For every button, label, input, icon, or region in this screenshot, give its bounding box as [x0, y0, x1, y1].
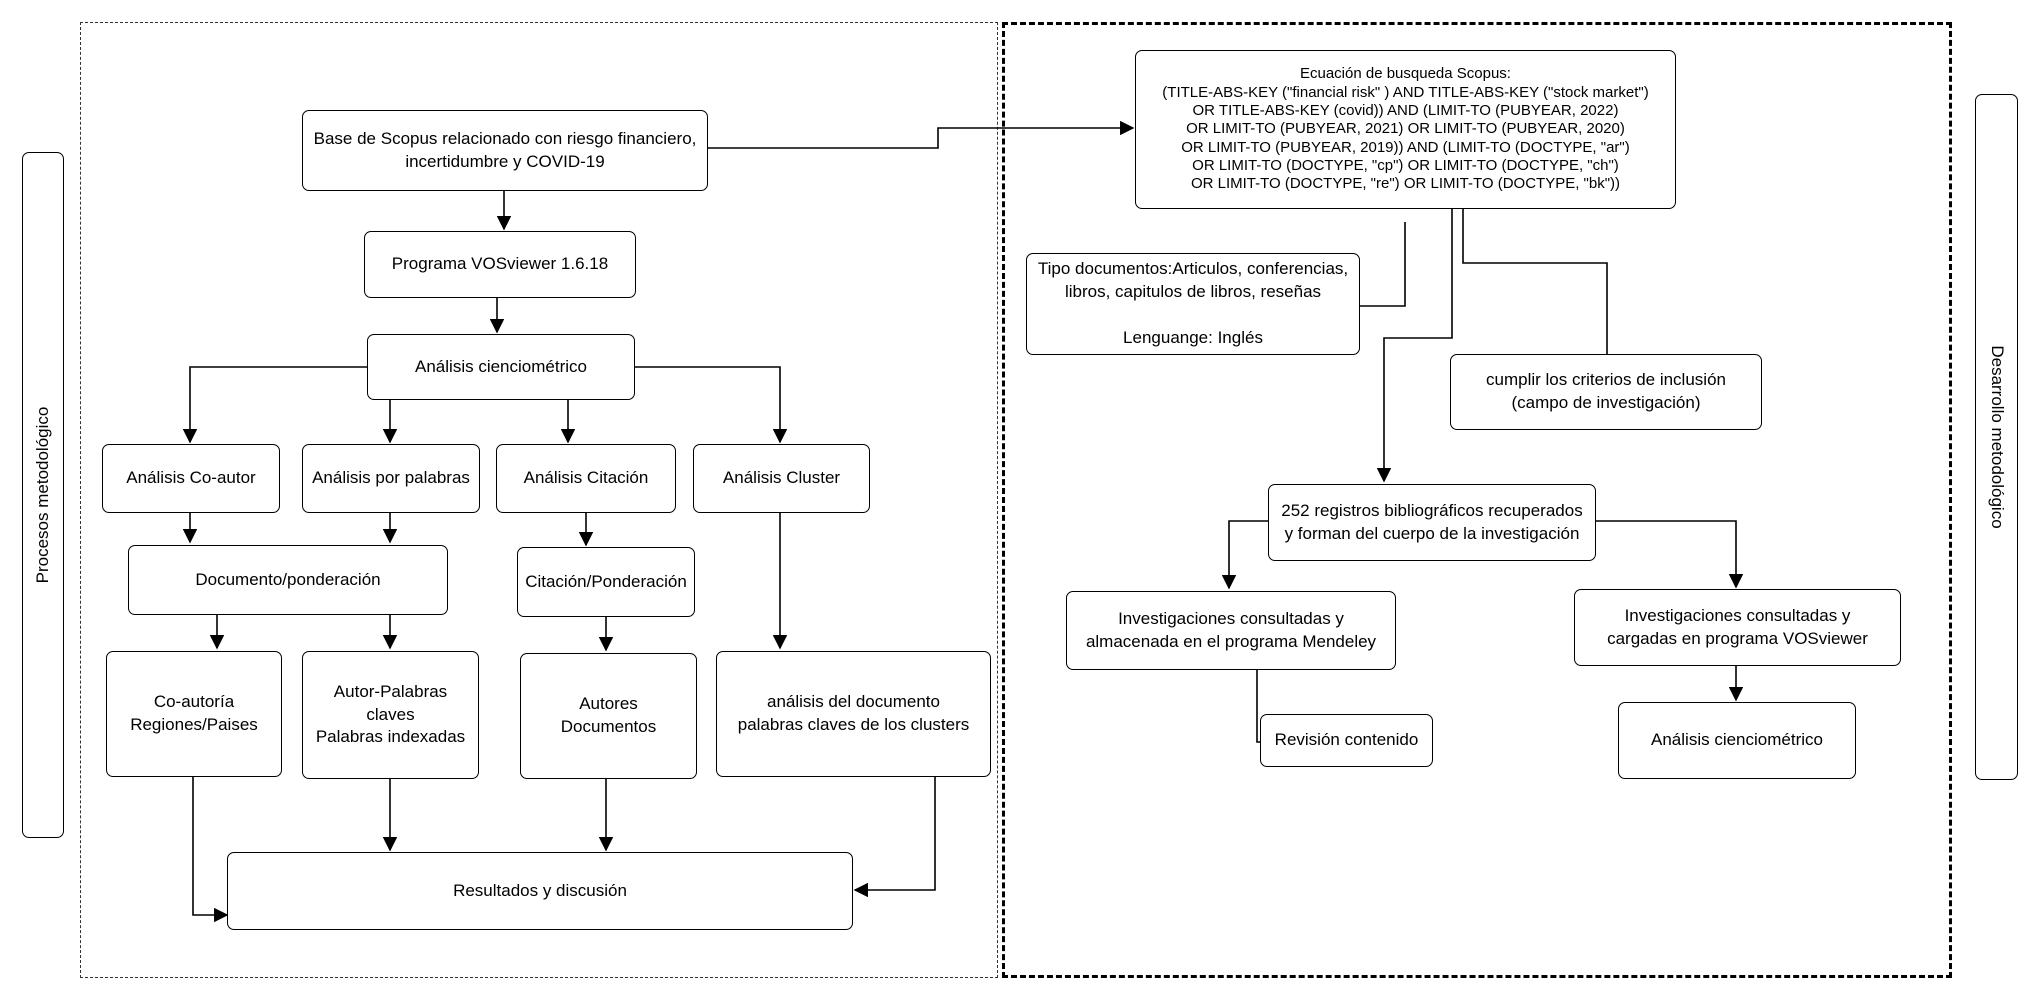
- node-registros-bibliograficos: 252 registros bibliográficos recuperados…: [1268, 484, 1596, 561]
- node-vosviewer-cargadas: Investigaciones consultadas y cargadas e…: [1574, 589, 1901, 666]
- edge-registros-to-mendeley: [1221, 520, 1268, 590]
- node-analisis-citacion: Análisis Citación: [496, 444, 676, 513]
- node-resultados: Resultados y discusión: [227, 852, 853, 930]
- edge-registros-to-vosviewer-cargadas: [1594, 520, 1744, 589]
- node-analisis-palabras: Análisis por palabras: [302, 444, 480, 513]
- node-revision-contenido: Revisión contenido: [1260, 714, 1433, 767]
- node-analisis-cienciometrico-2: Análisis cienciométrico: [1618, 702, 1856, 779]
- node-coautoria: Co-autoría Regiones/Paises: [106, 651, 282, 777]
- node-autores-documentos: Autores Documentos: [520, 653, 697, 779]
- edge-ecuacion-to-criterios: [1462, 209, 1608, 354]
- node-documento-ponderacion: Documento/ponderación: [128, 545, 448, 615]
- side-label-box-left: Procesos metodológico: [22, 152, 64, 838]
- edge-documento-to-resultados: [853, 777, 936, 898]
- node-mendeley: Investigaciones consultadas y almacenada…: [1066, 591, 1396, 670]
- edge-mendeley-to-revision: [1256, 670, 1260, 743]
- edge-analisis-to-cluster: [635, 366, 788, 444]
- edge-ecuacion-to-tipo: [1360, 222, 1406, 307]
- side-label-box-right: Desarrollo metodológico: [1975, 94, 2018, 780]
- node-analisis-documento: análisis del documento palabras claves d…: [716, 651, 991, 777]
- edge-analisis-to-coautor: [182, 366, 367, 444]
- edge-coautoria-to-resultados: [192, 777, 229, 923]
- node-analisis-coautor: Análisis Co-autor: [102, 444, 280, 513]
- node-analisis-cienciometrico: Análisis cienciométrico: [367, 334, 635, 400]
- node-autor-palabras: Autor-Palabras claves Palabras indexadas: [302, 651, 479, 779]
- edge-ecuacion-to-registros: [1376, 209, 1453, 483]
- edge-base-to-ecuacion: [708, 120, 1135, 149]
- node-analisis-cluster: Análisis Cluster: [693, 444, 870, 513]
- node-ecuacion-busqueda: Ecuación de busqueda Scopus: (TITLE-ABS-…: [1135, 50, 1676, 209]
- node-vosviewer-program: Programa VOSviewer 1.6.18: [364, 231, 636, 298]
- methodological-development-region: [1002, 22, 1952, 978]
- node-citacion-ponderacion: Citación/Ponderación: [517, 547, 695, 617]
- methodological-process-region: [80, 22, 998, 978]
- node-criterios-inclusion: cumplir los criterios de inclusión (camp…: [1450, 354, 1762, 430]
- node-tipo-documentos: Tipo documentos:Articulos, conferencias,…: [1026, 253, 1360, 355]
- node-base-scopus: Base de Scopus relacionado con riesgo fi…: [302, 110, 708, 191]
